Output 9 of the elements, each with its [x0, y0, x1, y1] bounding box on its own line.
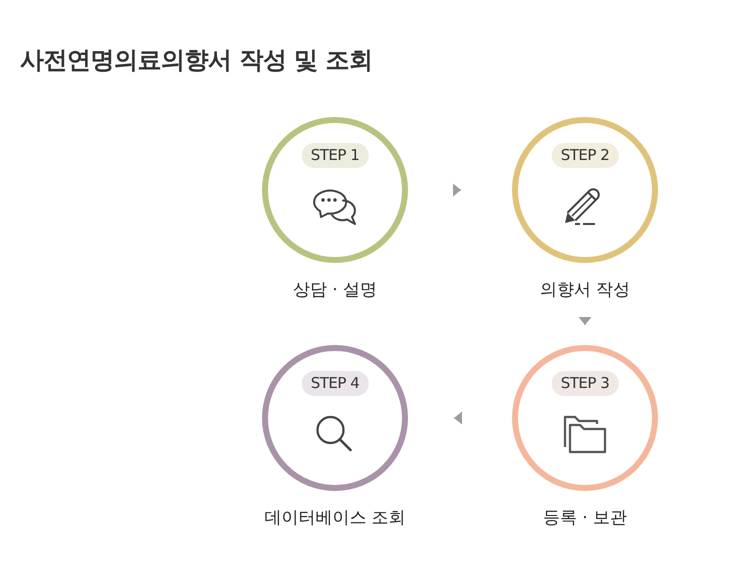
step-label: 상담 · 설명 — [292, 279, 378, 301]
step-label: 등록 · 보관 — [542, 507, 628, 529]
step-badge: STEP 2 — [552, 143, 618, 168]
step-badge: STEP 3 — [552, 371, 618, 396]
step-badge: STEP 4 — [302, 371, 368, 396]
step-label: 의향서 작성 — [538, 279, 632, 301]
step-badge: STEP 1 — [302, 143, 368, 168]
step-label: 데이터베이스 조회 — [263, 507, 407, 529]
diagram-title: 사전연명의료의향서 작성 및 조회 — [20, 45, 373, 76]
